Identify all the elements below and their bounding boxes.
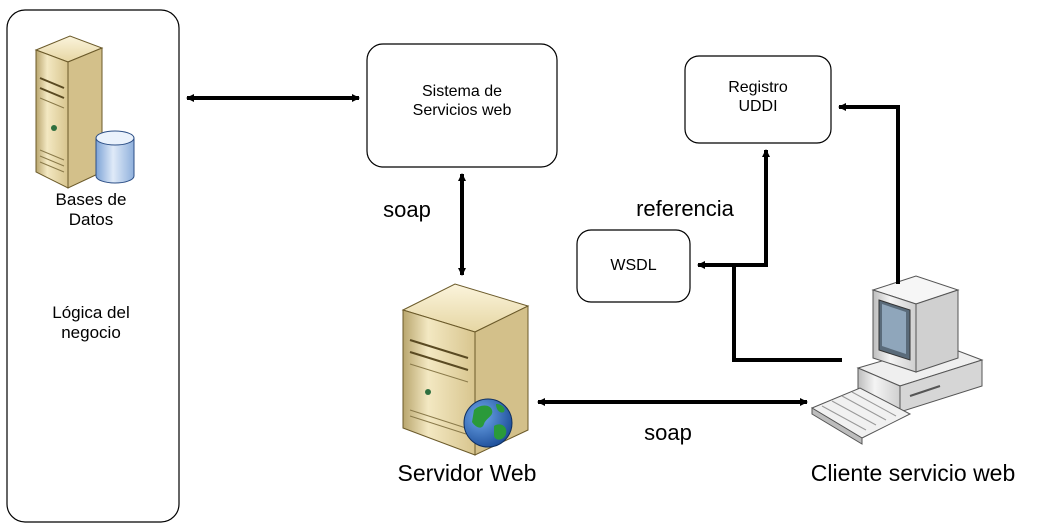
uddi-registry-line2: UDDI (738, 98, 778, 116)
business-logic-label-line2: negocio (61, 323, 121, 343)
database-server-icon (34, 35, 135, 189)
database-label-line2: Datos (68, 210, 114, 230)
web-services-system-line1: Sistema de (421, 83, 503, 100)
web-services-system-line2: Servicios web (412, 102, 512, 120)
web-services-system-box (366, 43, 558, 168)
business-logic-label-line1: Lógica del (52, 303, 130, 322)
wsdl-box (576, 229, 691, 303)
globe-icon (463, 398, 513, 448)
uddi-registry-label: Registro UDDI (685, 78, 831, 116)
arrow-client-to-wsdl (697, 261, 842, 362)
keyboard-icon (810, 387, 912, 445)
uddi-registry-line1: Registro (728, 79, 788, 96)
uddi-registry-box (684, 55, 832, 144)
soap-bottom-label: soap (644, 420, 692, 445)
web-client-label: Cliente servicio web (810, 460, 1016, 486)
client-computer-icon (856, 275, 984, 413)
web-services-system-label: Sistema de Servicios web (367, 82, 557, 120)
connectors (186, 94, 900, 406)
soap-top-label: soap (383, 197, 431, 222)
database-label-line1: Bases de (55, 190, 127, 209)
arrow-client-to-uddi (838, 103, 900, 284)
web-server-icon (401, 283, 530, 456)
web-server-label: Servidor Web (397, 460, 537, 486)
business-logic-label: Lógica del negocio (34, 303, 148, 344)
referencia-label: referencia (636, 196, 734, 221)
database-label: Bases de Datos (34, 190, 148, 231)
wsdl-label: WSDL (610, 257, 657, 274)
arrow-to-uddi-reference (734, 149, 770, 267)
database-cylinder-icon (95, 130, 135, 184)
